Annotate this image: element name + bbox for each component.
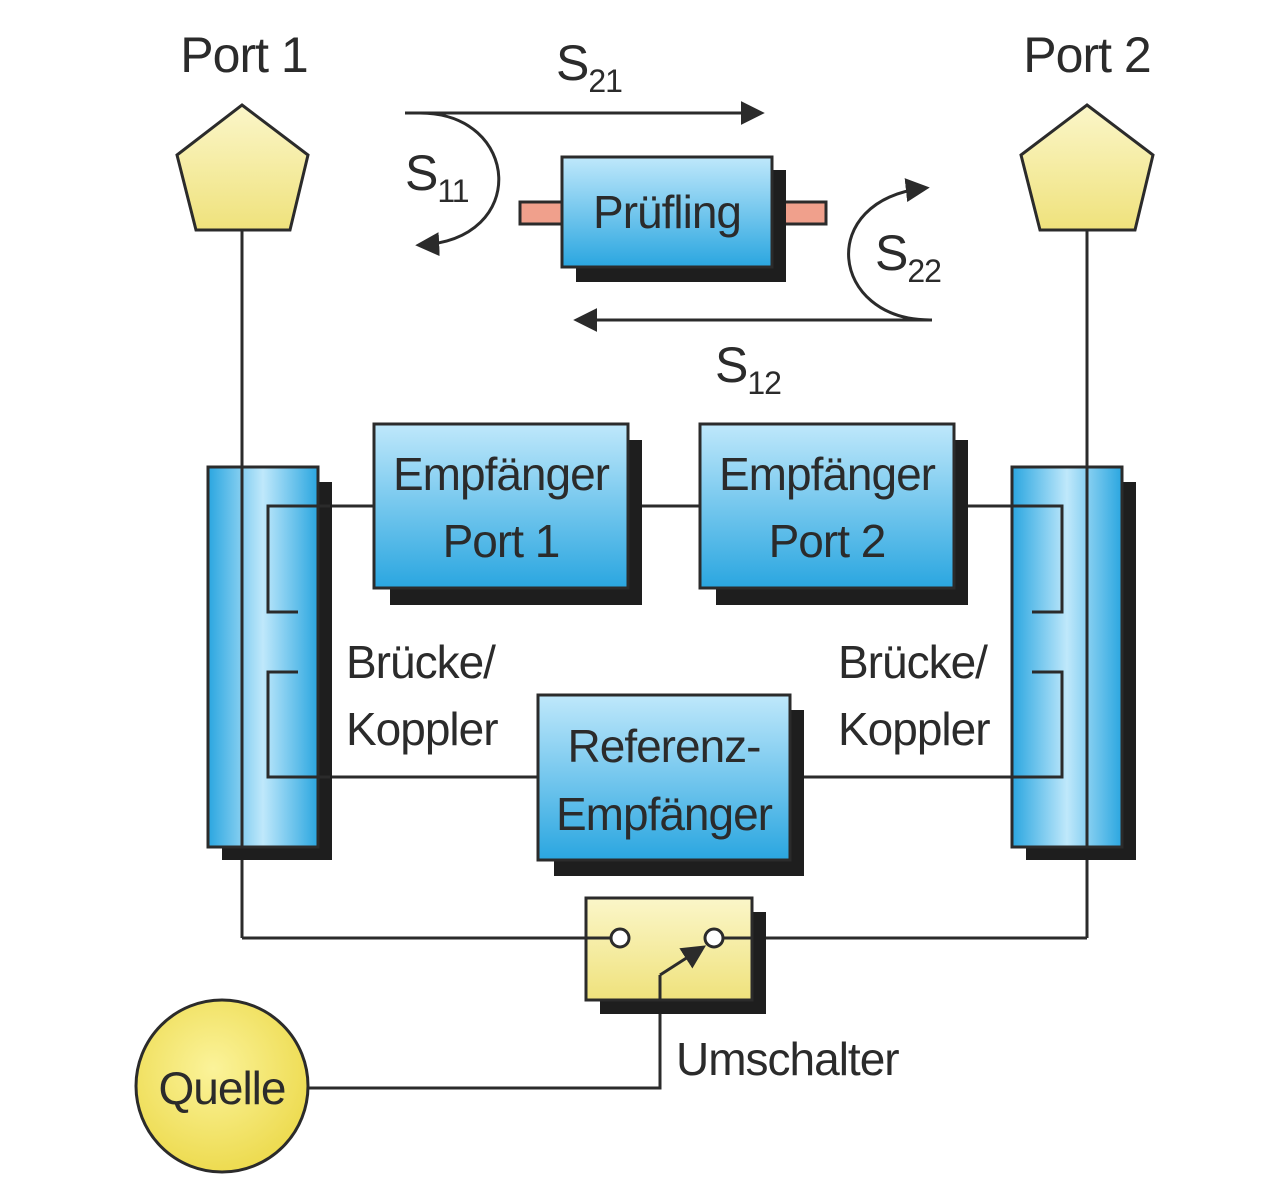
- coupler-right[interactable]: [1010, 465, 1136, 860]
- source-circle: [134, 998, 310, 1174]
- coupler-left-tap-bottom: [266, 670, 330, 779]
- dut-stub-right: [778, 200, 828, 226]
- receiver-port-2-line1: Empfänger: [719, 448, 936, 500]
- s11-arrow: S11: [405, 111, 501, 257]
- coupler-left-label-line2: Koppler: [346, 703, 498, 755]
- s22-arrow: S22: [847, 178, 942, 322]
- reference-receiver-line1: Referenz-: [568, 720, 761, 772]
- port-1[interactable]: Port 1: [175, 27, 310, 232]
- coupler-right-tap-bottom: [1012, 670, 1064, 779]
- coupler-right-label-line2: Koppler: [838, 703, 990, 755]
- coupler-right-tap-top: [1012, 504, 1064, 614]
- source[interactable]: Quelle: [134, 998, 310, 1174]
- port-2-label: Port 2: [1023, 27, 1150, 83]
- receiver-port-2[interactable]: Empfänger Port 2: [698, 422, 968, 605]
- dut-stub-left: [518, 200, 566, 226]
- s21-arrow: S21: [405, 35, 765, 125]
- receiver-port-2-box: [698, 422, 956, 590]
- s21-label: S21: [556, 35, 622, 99]
- dut-block[interactable]: Prüfling: [518, 155, 828, 282]
- receiver-port-2-line2: Port 2: [769, 515, 886, 567]
- switch-contact-right-icon: [703, 927, 725, 949]
- dut-label: Prüfling: [593, 186, 741, 238]
- s12-label: S12: [715, 337, 781, 401]
- switch[interactable]: [584, 896, 766, 1014]
- switch-label: Umschalter: [676, 1033, 899, 1085]
- coupler-right-box: [1010, 465, 1124, 849]
- reference-receiver[interactable]: Referenz- Empfänger: [536, 693, 804, 876]
- source-label: Quelle: [159, 1062, 286, 1114]
- coupler-left[interactable]: [206, 465, 332, 860]
- receiver-port-1[interactable]: Empfänger Port 1: [372, 422, 642, 605]
- s11-label: S11: [405, 145, 469, 209]
- coupler-left-label-line1: Brücke/: [346, 636, 496, 688]
- port-1-label: Port 1: [180, 27, 307, 83]
- receiver-port-1-line2: Port 1: [443, 515, 560, 567]
- switch-contact-left-icon: [609, 927, 631, 949]
- reference-receiver-line2: Empfänger: [556, 788, 773, 840]
- reference-receiver-box: [536, 693, 792, 862]
- port-2-connector-icon: [1019, 103, 1155, 232]
- dut-box: [560, 155, 774, 269]
- port-2[interactable]: Port 2: [1019, 27, 1155, 232]
- switch-lever-icon: [659, 945, 707, 977]
- receiver-port-1-box: [372, 422, 630, 590]
- port-1-connector-icon: [175, 103, 310, 232]
- coupler-left-box: [206, 465, 320, 849]
- receiver-port-1-line1: Empfänger: [393, 448, 610, 500]
- coupler-left-tap-top: [266, 504, 330, 614]
- s22-label: S22: [875, 225, 941, 289]
- s12-arrow: S12: [573, 308, 932, 401]
- switch-box: [584, 896, 754, 1002]
- coupler-right-label-line1: Brücke/: [838, 636, 988, 688]
